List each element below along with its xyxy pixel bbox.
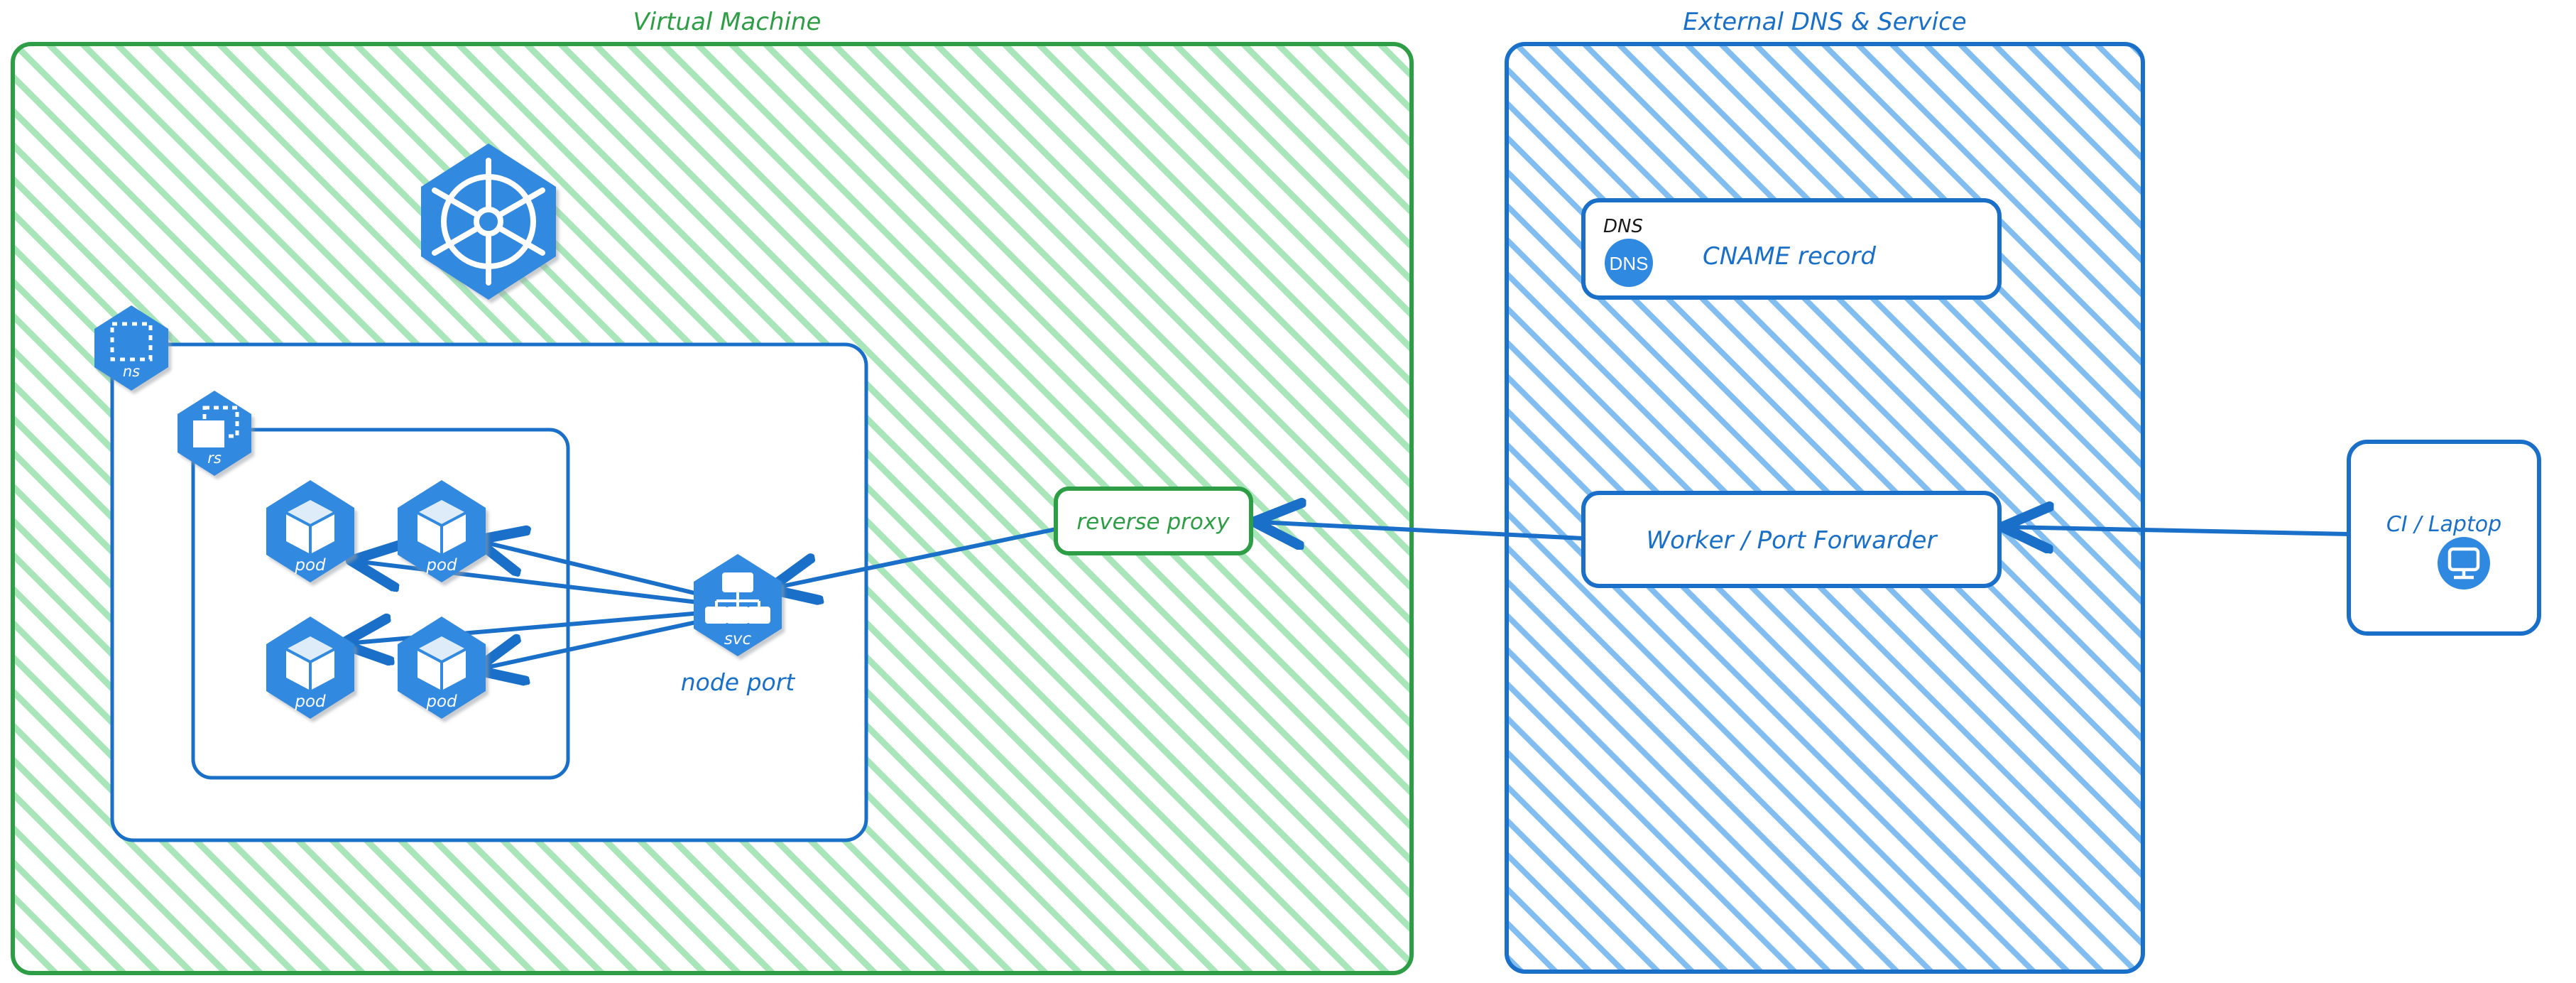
ci-laptop-card[interactable]: CI / Laptop: [2347, 440, 2541, 636]
cube-icon: [285, 500, 335, 554]
edge-service-to-pod-1: [355, 561, 711, 606]
pod-4[interactable]: pod: [398, 617, 486, 719]
kubernetes-logo: [421, 143, 556, 300]
dns-cname-frame: [1581, 198, 2002, 300]
pod-3[interactable]: pod: [266, 617, 354, 719]
reverse-proxy-frame: [1054, 487, 1253, 555]
dns-cname-title: CNAME record: [1703, 242, 1876, 271]
pod-label: pod: [425, 693, 457, 711]
edge-reverse-proxy-to-service: [773, 527, 1058, 588]
worker-port-forwarder-card[interactable]: Worker / Port Forwarder: [1581, 491, 2002, 588]
replicaset-box[interactable]: [191, 428, 570, 780]
service-label: svc: [724, 630, 752, 648]
dns-cname-card[interactable]: DNS DNS CNAME record: [1581, 198, 2002, 300]
cube-icon: [417, 636, 466, 690]
edge-worker-to-reverse-proxy: [1258, 522, 1586, 538]
worker-port-forwarder-frame: [1581, 491, 2002, 588]
panel-title-external-dns-service: External DNS & Service: [1683, 8, 1966, 36]
reverse-proxy-box[interactable]: reverse proxy: [1054, 487, 1253, 555]
cube-icon: [285, 636, 335, 690]
ci-laptop-label: CI / Laptop: [2386, 512, 2501, 537]
pod-label: pod: [425, 556, 457, 575]
namespace-badge: ns: [94, 305, 168, 391]
node-port-caption: node port: [681, 668, 796, 696]
pod-2[interactable]: pod: [398, 480, 486, 582]
ci-laptop-frame: [2347, 440, 2541, 636]
panel-title-virtual-machine: Virtual Machine: [633, 8, 822, 36]
dns-badge-icon: [1605, 239, 1653, 287]
pod-1[interactable]: pod: [266, 480, 354, 582]
service-node[interactable]: svc: [694, 554, 782, 656]
dns-badge-text: DNS: [1610, 253, 1649, 274]
desktop-monitor-icon: [2438, 537, 2490, 590]
edge-service-to-pod-3: [346, 610, 711, 643]
service-tree-icon: [705, 572, 770, 624]
edge-ci-laptop-to-worker: [2007, 527, 2351, 534]
edge-service-to-pod-4: [479, 617, 711, 669]
replicaset-box-frame: [191, 428, 570, 780]
replicaset-badge: rs: [178, 391, 251, 476]
cube-icon: [417, 500, 466, 554]
dns-corner-label: DNS: [1603, 216, 1643, 237]
replicaset-badge-label: rs: [207, 450, 222, 467]
connection-group: [346, 522, 2351, 669]
pod-label: pod: [294, 693, 326, 711]
edge-service-to-pod-2: [480, 541, 711, 599]
pod-label: pod: [294, 556, 326, 575]
worker-port-forwarder-label: Worker / Port Forwarder: [1647, 526, 1938, 555]
namespace-badge-label: ns: [123, 363, 140, 380]
reverse-proxy-label: reverse proxy: [1076, 509, 1230, 535]
